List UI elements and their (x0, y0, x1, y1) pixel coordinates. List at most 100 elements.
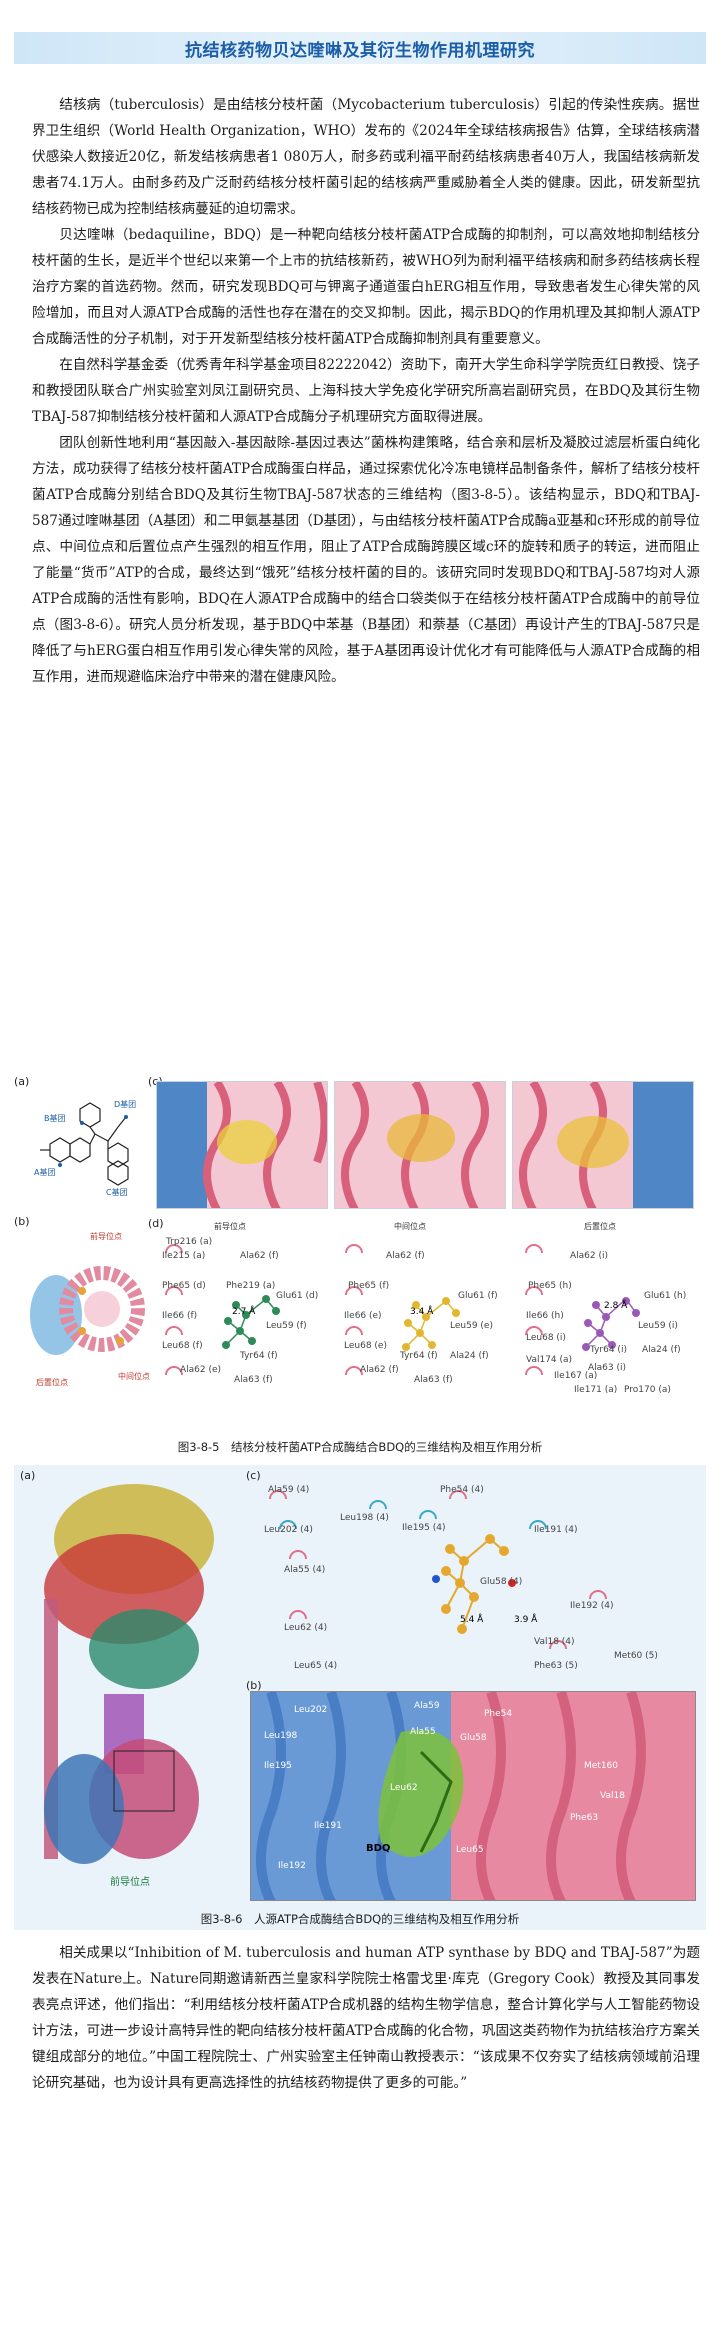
residue-label: Ala63 (i) (588, 1363, 627, 1373)
distance-label: 5.4 Å (460, 1615, 484, 1625)
residue-label: Ala62 (i) (570, 1251, 609, 1261)
residue-label: Phe63 (570, 1813, 599, 1823)
cryo-em-view-rear (512, 1081, 694, 1209)
site-label-rear-b: 后置位点 (36, 1378, 68, 1387)
residue-label: Ile167 (a) (554, 1371, 598, 1381)
ligand-label: BDQ (366, 1843, 391, 1854)
residue-label: Leu65 (4) (294, 1661, 338, 1671)
site-label-rear: 后置位点 (584, 1222, 616, 1231)
residue-label: Phe63 (5) (534, 1661, 578, 1671)
residue-label: Ala59 (4) (268, 1485, 310, 1495)
residue-label: Ile195 (264, 1761, 292, 1771)
panel-label-c: (c) (246, 1469, 261, 1482)
residue-label: Ala24 (f) (450, 1351, 489, 1361)
residue-label: Ile66 (h) (526, 1311, 564, 1321)
residue-label: Tyr64 (f) (240, 1351, 278, 1361)
residue-label: Glu61 (f) (458, 1291, 498, 1301)
residue-label: Ile191 (314, 1821, 342, 1831)
distance-label: 2.7 Å (232, 1307, 256, 1317)
cryo-em-view-leading (156, 1081, 328, 1209)
residue-label: Leu59 (f) (266, 1321, 307, 1331)
residue-label: Ile66 (f) (162, 1311, 198, 1321)
distance-label: 3.4 Å (410, 1307, 434, 1317)
residue-label: Ala24 (f) (642, 1345, 681, 1355)
residue-label: Leu65 (456, 1845, 484, 1855)
residue-label: Ala62 (f) (240, 1251, 279, 1261)
residue-label: Phe54 (484, 1709, 513, 1719)
residue-label: Glu58 (460, 1733, 487, 1743)
residue-label: Met60 (5) (614, 1651, 658, 1661)
figure-3-8-5: (a) B基团 D基团 A基团 C基团 (b) (14, 1075, 706, 1455)
residue-label: Ile215 (a) (162, 1251, 206, 1261)
residue-label: Leu59 (e) (450, 1321, 493, 1331)
residue-label: Ala59 (414, 1701, 440, 1711)
paragraph: 相关成果以“Inhibition of M. tuberculosis and … (32, 1945, 700, 2091)
residue-label: Ala62 (e) (180, 1365, 222, 1375)
paragraph: 贝达喹啉（bedaquiline，BDQ）是一种靶向结核分枝杆菌ATP合成酶的抑… (32, 227, 700, 347)
site-label-leading: 前导位点 (110, 1877, 150, 1888)
residue-label: Val18 (4) (534, 1637, 575, 1647)
residue-label: Tyr64 (i) (590, 1345, 627, 1355)
distance-label: 3.9 Å (514, 1615, 538, 1625)
group-label-b: B基团 (44, 1114, 66, 1123)
residue-label: Phe65 (h) (528, 1281, 572, 1291)
residue-label: Phe219 (a) (226, 1281, 276, 1291)
article-body-bottom: 相关成果以“Inhibition of M. tuberculosis and … (32, 1940, 700, 2096)
figure-caption: 图3-8-6 人源ATP合成酶结合BDQ的三维结构及相互作用分析 (200, 1912, 520, 1926)
residue-label: Leu68 (f) (162, 1341, 203, 1351)
residue-label: Leu198 (4) (340, 1513, 389, 1523)
paragraph: 结核病（tuberculosis）是由结核分枝杆菌（Mycobacterium … (32, 97, 700, 217)
group-label-c: C基团 (106, 1188, 128, 1197)
panel-label-a: (a) (20, 1469, 36, 1482)
binding-pocket-closeup (250, 1691, 696, 1901)
panel-label-d: (d) (148, 1217, 164, 1230)
atp-synthase-structure (24, 1479, 234, 1879)
residue-label: Phe65 (f) (348, 1281, 390, 1291)
interaction-map-human (250, 1479, 696, 1675)
page-title: 抗结核药物贝达喹啉及其衍生物作用机理研究 (185, 40, 535, 61)
residue-label: Leu59 (i) (638, 1321, 678, 1331)
group-label-d: D基团 (114, 1100, 137, 1109)
residue-label: Val18 (600, 1791, 625, 1801)
title-banner: 抗结核药物贝达喹啉及其衍生物作用机理研究 (14, 32, 706, 64)
figure-3-8-6: (a) 前导位点 (c) Ala59 (4) Phe54 (4) Leu202 … (14, 1465, 706, 1930)
residue-label: Leu202 (294, 1705, 328, 1715)
residue-label: Ala63 (f) (414, 1375, 453, 1385)
bdq-structure-diagram (20, 1089, 140, 1199)
residue-label: Glu61 (h) (644, 1291, 687, 1301)
residue-label: Ala62 (f) (360, 1365, 399, 1375)
residue-label: Ile192 (278, 1861, 306, 1871)
site-label-middle-b: 中间位点 (118, 1372, 150, 1381)
residue-label: Leu68 (i) (526, 1333, 566, 1343)
residue-label: Pro170 (a) (624, 1385, 671, 1395)
paragraph: 团队创新性地利用“基因敲入-基因敲除-基因过表达”菌株构建策略，结合亲和层析及凝… (32, 435, 700, 685)
site-label-middle: 中间位点 (394, 1222, 426, 1231)
cryo-em-view-middle (334, 1081, 506, 1209)
residue-label: Ala55 (4) (284, 1565, 326, 1575)
distance-label: 2.8 Å (604, 1301, 628, 1311)
panel-label-a: (a) (14, 1075, 30, 1088)
residue-label: Ile195 (4) (402, 1523, 446, 1533)
interaction-maps (156, 1235, 694, 1425)
panel-label-b: (b) (246, 1679, 262, 1692)
residue-label: Ala63 (f) (234, 1375, 273, 1385)
residue-label: Ala55 (410, 1727, 436, 1737)
residue-label: Leu68 (e) (344, 1341, 387, 1351)
residue-label: Phe54 (4) (440, 1485, 484, 1495)
article-body-top: 结核病（tuberculosis）是由结核分枝杆菌（Mycobacterium … (32, 92, 700, 690)
residue-label: Glu58 (4) (480, 1577, 523, 1587)
site-label-leading-b: 前导位点 (90, 1232, 122, 1241)
residue-label: Ile192 (4) (570, 1601, 614, 1611)
residue-label: Ile171 (a) (574, 1385, 618, 1395)
residue-label: Trp216 (a) (166, 1237, 213, 1247)
residue-label: Ala62 (f) (386, 1251, 425, 1261)
residue-label: Met160 (584, 1761, 619, 1771)
residue-label: Glu61 (d) (276, 1291, 319, 1301)
residue-label: Leu202 (4) (264, 1525, 313, 1535)
residue-label: Leu62 (390, 1783, 418, 1793)
residue-label: Phe65 (d) (162, 1281, 206, 1291)
paragraph: 在自然科学基金委（优秀青年科学基金项目82222042）资助下，南开大学生命科学… (32, 357, 700, 425)
residue-label: Tyr64 (f) (400, 1351, 438, 1361)
residue-label: Ile191 (4) (534, 1525, 578, 1535)
residue-label: Val174 (a) (526, 1355, 573, 1365)
